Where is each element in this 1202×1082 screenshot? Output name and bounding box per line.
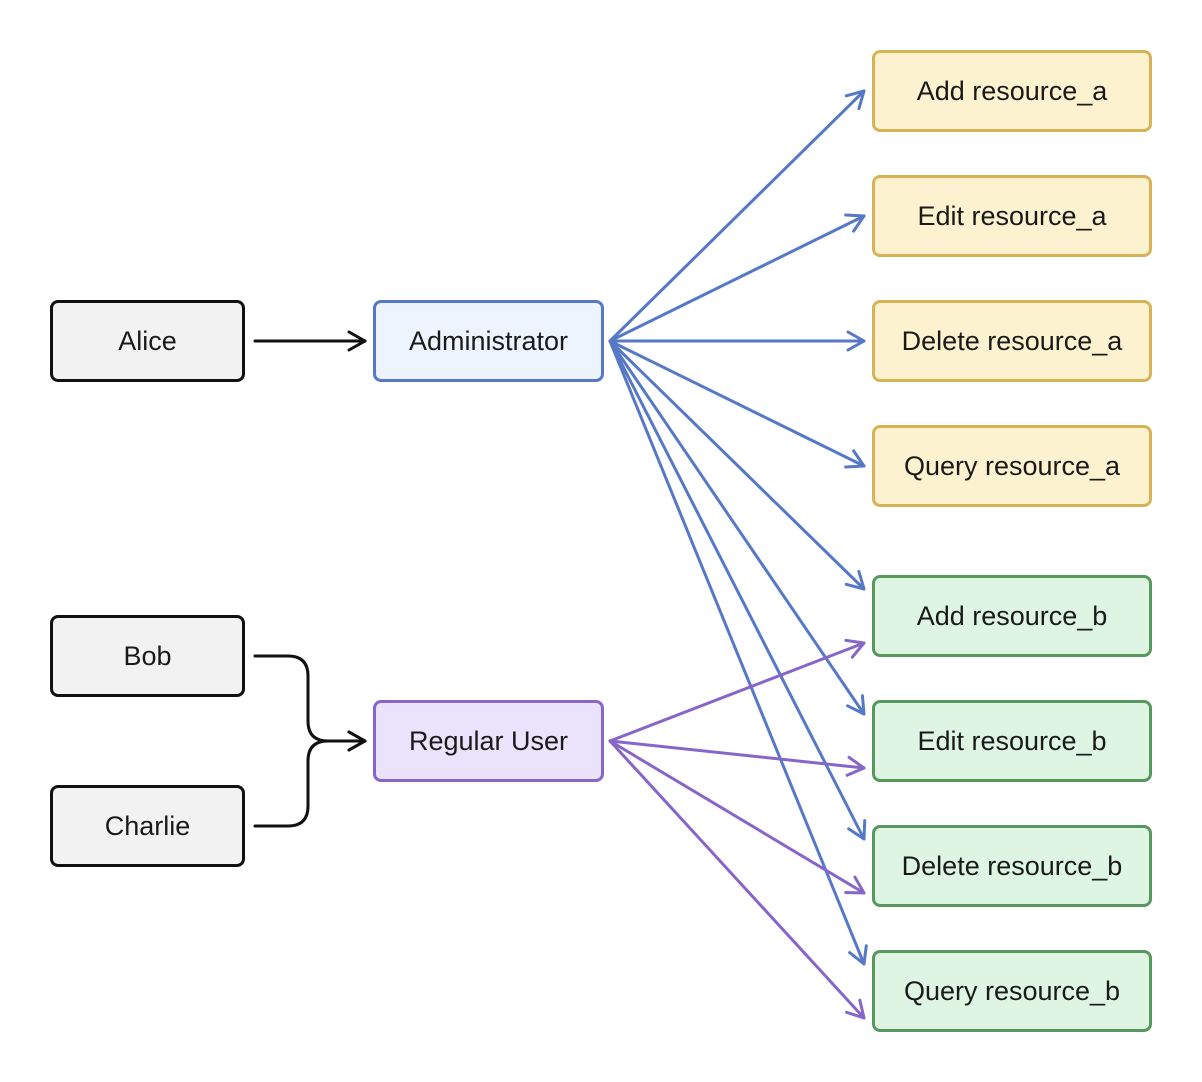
- edge-regular-to-delete-b-arrowhead: [844, 875, 866, 895]
- edge-admin-to-query-b: [608, 339, 866, 966]
- permission-node-delete-resource-b: Delete resource_b: [872, 825, 1152, 907]
- edge-regular-to-edit-b: [608, 739, 866, 770]
- user-node-charlie: Charlie: [50, 785, 245, 867]
- edge-alice-to-admin-arrowhead: [347, 330, 367, 352]
- edge-admin-to-add-b-arrowhead: [844, 569, 866, 591]
- edge-admin-to-edit-a: [608, 214, 866, 343]
- permission-node-delete-resource-a: Delete resource_a: [872, 300, 1152, 382]
- permission-node-query-resource-a: Query resource_a: [872, 425, 1152, 507]
- edge-regular-to-query-b-arrowhead: [845, 998, 866, 1020]
- edge-bob-to-regular: [253, 654, 367, 743]
- permission-node-edit-resource-b: Edit resource_b: [872, 700, 1152, 782]
- edge-regular-to-add-b-arrowhead: [844, 638, 866, 659]
- role-node-regular-user: Regular User: [373, 700, 604, 782]
- edge-admin-to-delete-b: [608, 339, 866, 841]
- permission-node-query-resource-b: Query resource_b: [872, 950, 1152, 1032]
- edge-charlie-to-regular: [253, 739, 367, 828]
- permission-node-add-resource-b: Add resource_b: [872, 575, 1152, 657]
- role-node-administrator: Administrator: [373, 300, 604, 382]
- edge-admin-to-delete-a-arrowhead: [846, 330, 866, 352]
- edge-regular-to-query-b: [608, 739, 866, 1020]
- edge-admin-to-query-b-arrowhead: [848, 944, 868, 966]
- edge-admin-to-add-a-arrowhead: [844, 89, 866, 111]
- edge-regular-to-add-b: [608, 641, 866, 743]
- edge-admin-to-query-a: [608, 339, 866, 468]
- edge-charlie-to-regular-arrowhead: [347, 730, 367, 752]
- edge-admin-to-edit-a-arrowhead: [844, 213, 866, 233]
- edge-admin-to-edit-b: [608, 339, 866, 716]
- edge-admin-to-add-a: [608, 89, 866, 343]
- user-node-alice: Alice: [50, 300, 245, 382]
- permission-node-edit-resource-a: Edit resource_a: [872, 175, 1152, 257]
- edge-admin-to-add-b: [608, 339, 866, 591]
- user-node-bob: Bob: [50, 615, 245, 697]
- edge-admin-to-delete-b-arrowhead: [847, 819, 867, 841]
- edge-admin-to-edit-b-arrowhead: [846, 694, 866, 716]
- edge-admin-to-query-a-arrowhead: [844, 449, 866, 469]
- permission-node-add-resource-a: Add resource_a: [872, 50, 1152, 132]
- edge-regular-to-delete-b: [608, 739, 866, 895]
- edge-regular-to-edit-b-arrowhead: [845, 755, 866, 777]
